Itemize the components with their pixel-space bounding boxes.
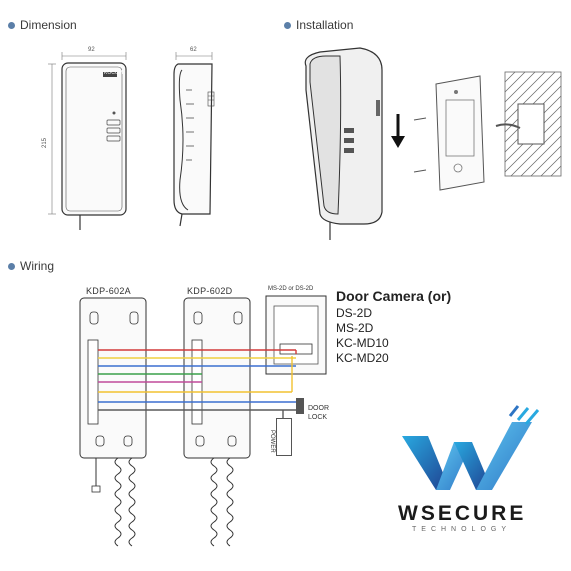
bullet-icon [8, 262, 15, 270]
door-camera-model: DS-2D [336, 306, 373, 320]
brand-name: WSECURE [398, 502, 527, 525]
power-adapter [276, 418, 292, 456]
door-camera-model: MS-2D [336, 321, 374, 335]
camera-module-title: MS-2D or DS-2D [268, 286, 314, 292]
door-camera-title: Door Camera (or) [336, 288, 452, 304]
brand-logo [392, 402, 562, 552]
dimension-section-title: Dimension [8, 18, 77, 32]
dimension-heading: Dimension [20, 18, 77, 32]
bullet-icon [284, 21, 291, 29]
installation-heading: Installation [296, 18, 354, 32]
door-camera-model-list: DS-2D MS-2D KC-MD10 KC-MD20 [336, 306, 389, 366]
power-label: POWER [269, 430, 275, 453]
door-lock-line-2: LOCK [308, 414, 328, 421]
depth-value: 62 [190, 47, 197, 53]
door-camera-model: KC-MD10 [336, 336, 389, 350]
door-lock-label: DOOR LOCK [308, 404, 329, 422]
model-label-left: KDP-602A [86, 286, 131, 296]
wiring-heading: Wiring [20, 259, 55, 273]
door-camera-model: KC-MD20 [336, 351, 389, 365]
installation-section-title: Installation [284, 18, 353, 32]
model-label-right: KDP-602D [187, 286, 233, 296]
w-logo-icon [402, 405, 540, 490]
device-logo: KOCOM [104, 70, 123, 76]
wiring-section-title: Wiring [8, 259, 54, 273]
bullet-icon [8, 21, 15, 29]
door-lock-line-1: DOOR [308, 405, 329, 412]
width-value: 92 [88, 47, 95, 53]
brand-tagline: TECHNOLOGY [412, 526, 512, 533]
